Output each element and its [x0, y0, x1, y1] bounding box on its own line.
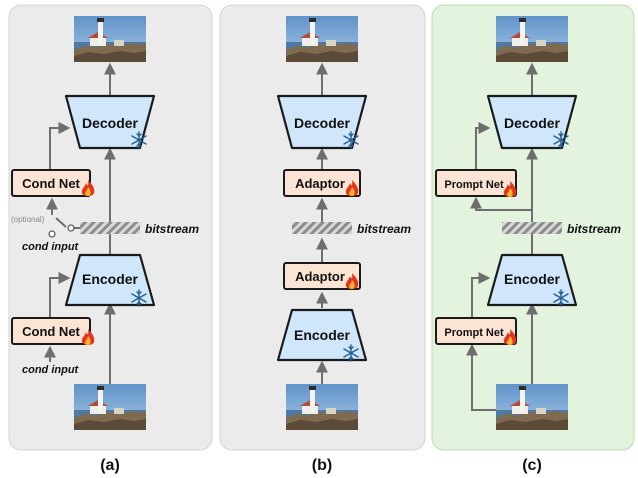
- prompt-net-bottom-label: Prompt Net: [444, 327, 504, 339]
- bitstream-label-b: bitstream: [357, 222, 411, 236]
- output-image-b: [286, 16, 358, 62]
- caption-c: (c): [522, 457, 542, 474]
- caption-a: (a): [100, 457, 120, 474]
- panel-b: Decoder Adaptor bitstream Adaptor Encode…: [276, 16, 411, 474]
- prompt-net-top-block: [435, 169, 517, 197]
- encoder-label-a: Encoder: [82, 271, 139, 287]
- panel-c: Decoder Prompt Net bitstream Encoder Pro…: [435, 16, 621, 474]
- encoder-block-a: [64, 253, 156, 307]
- caption-b: (b): [312, 457, 332, 474]
- adaptor-top-label: Adaptor: [295, 176, 345, 191]
- decoder-label-b: Decoder: [294, 115, 351, 131]
- switch-node: [67, 224, 75, 232]
- encoder-label-c: Encoder: [504, 271, 561, 287]
- panel-a: Decoder bitstream Encoder Cond Net Cond …: [11, 16, 199, 474]
- decoder-label-c: Decoder: [504, 115, 561, 131]
- input-image-b: [286, 384, 358, 430]
- input-image-a: [74, 384, 146, 430]
- decoder-block-c: [486, 94, 578, 150]
- encoder-block-b: [276, 308, 368, 362]
- input-image-c: [496, 384, 568, 430]
- encoder-block-c: [486, 253, 578, 307]
- bitstream-bar-c: [502, 222, 562, 234]
- cond-net-bottom-block: [11, 317, 91, 345]
- bitstream-label-a: bitstream: [145, 222, 199, 236]
- optional-label: (optional): [11, 215, 45, 224]
- decoder-block-b: [276, 94, 368, 150]
- bitstream-label-c: bitstream: [567, 222, 621, 236]
- adaptor-bottom-block: [283, 262, 361, 290]
- switch-pivot: [48, 230, 56, 238]
- output-image-a: [74, 16, 146, 62]
- adaptor-top-block: [283, 169, 361, 197]
- cond-input-bottom-label: cond input: [22, 364, 80, 376]
- cond-net-bottom-label: Cond Net: [22, 324, 80, 339]
- encoder-label-b: Encoder: [294, 327, 351, 343]
- decoder-block-a: [64, 94, 156, 150]
- cond-net-top-label: Cond Net: [22, 176, 80, 191]
- decoder-label-a: Decoder: [82, 115, 139, 131]
- bitstream-bar-b: [292, 222, 352, 234]
- prompt-net-bottom-block: [435, 317, 517, 345]
- prompt-net-top-label: Prompt Net: [444, 179, 504, 191]
- cond-input-top-label: cond input: [22, 241, 80, 253]
- adaptor-bottom-label: Adaptor: [295, 269, 345, 284]
- output-image-c: [496, 16, 568, 62]
- bitstream-bar-a: [80, 222, 140, 234]
